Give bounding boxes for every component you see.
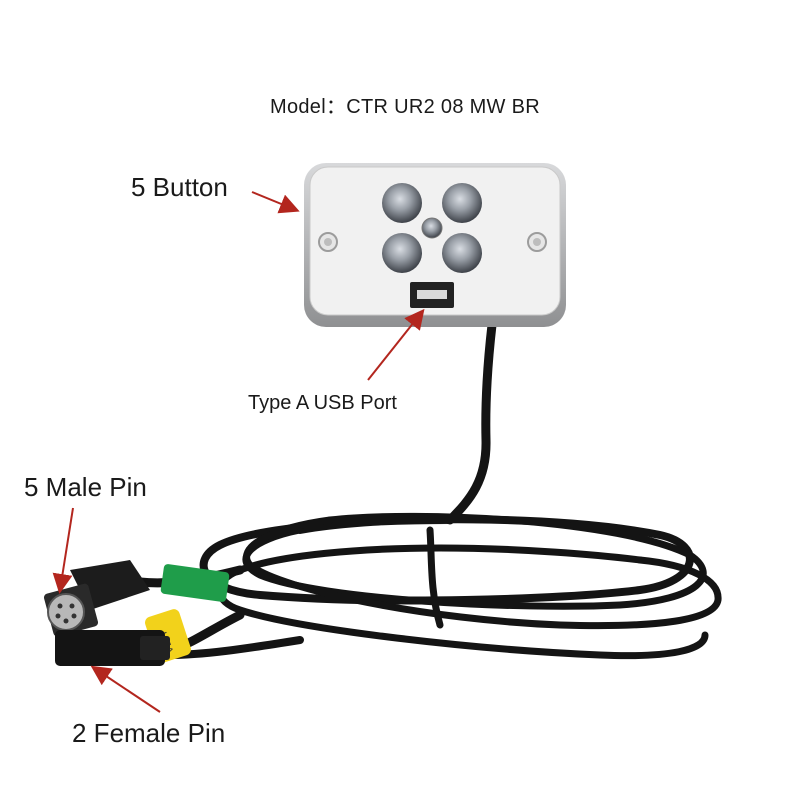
green-tag	[160, 564, 230, 602]
din-male-connector	[43, 560, 150, 637]
arrow-female-pin	[90, 665, 161, 713]
panel-button-top-left[interactable]	[382, 183, 422, 223]
cable	[135, 320, 722, 660]
panel-button-bottom-left[interactable]	[382, 233, 422, 273]
panel-button-bottom-right[interactable]	[442, 233, 482, 273]
arrow-male-pin	[52, 507, 74, 594]
male-pin-label: 5 Male Pin	[24, 472, 147, 502]
panel-button-center[interactable]	[421, 217, 443, 239]
arrow-usb-port	[367, 308, 425, 381]
female-pin-label: 2 Female Pin	[72, 718, 226, 748]
usb-port-label: Type A USB Port	[248, 392, 397, 414]
panel-button-top-right[interactable]	[442, 183, 482, 223]
female-connector	[55, 630, 170, 666]
five-button-label: 5 Button	[131, 172, 228, 202]
model-label: Model：CTR UR2 08 MW BR	[270, 96, 540, 118]
arrow-five-button	[251, 191, 300, 214]
control-panel	[304, 163, 566, 327]
annotation-arrows	[52, 191, 425, 713]
